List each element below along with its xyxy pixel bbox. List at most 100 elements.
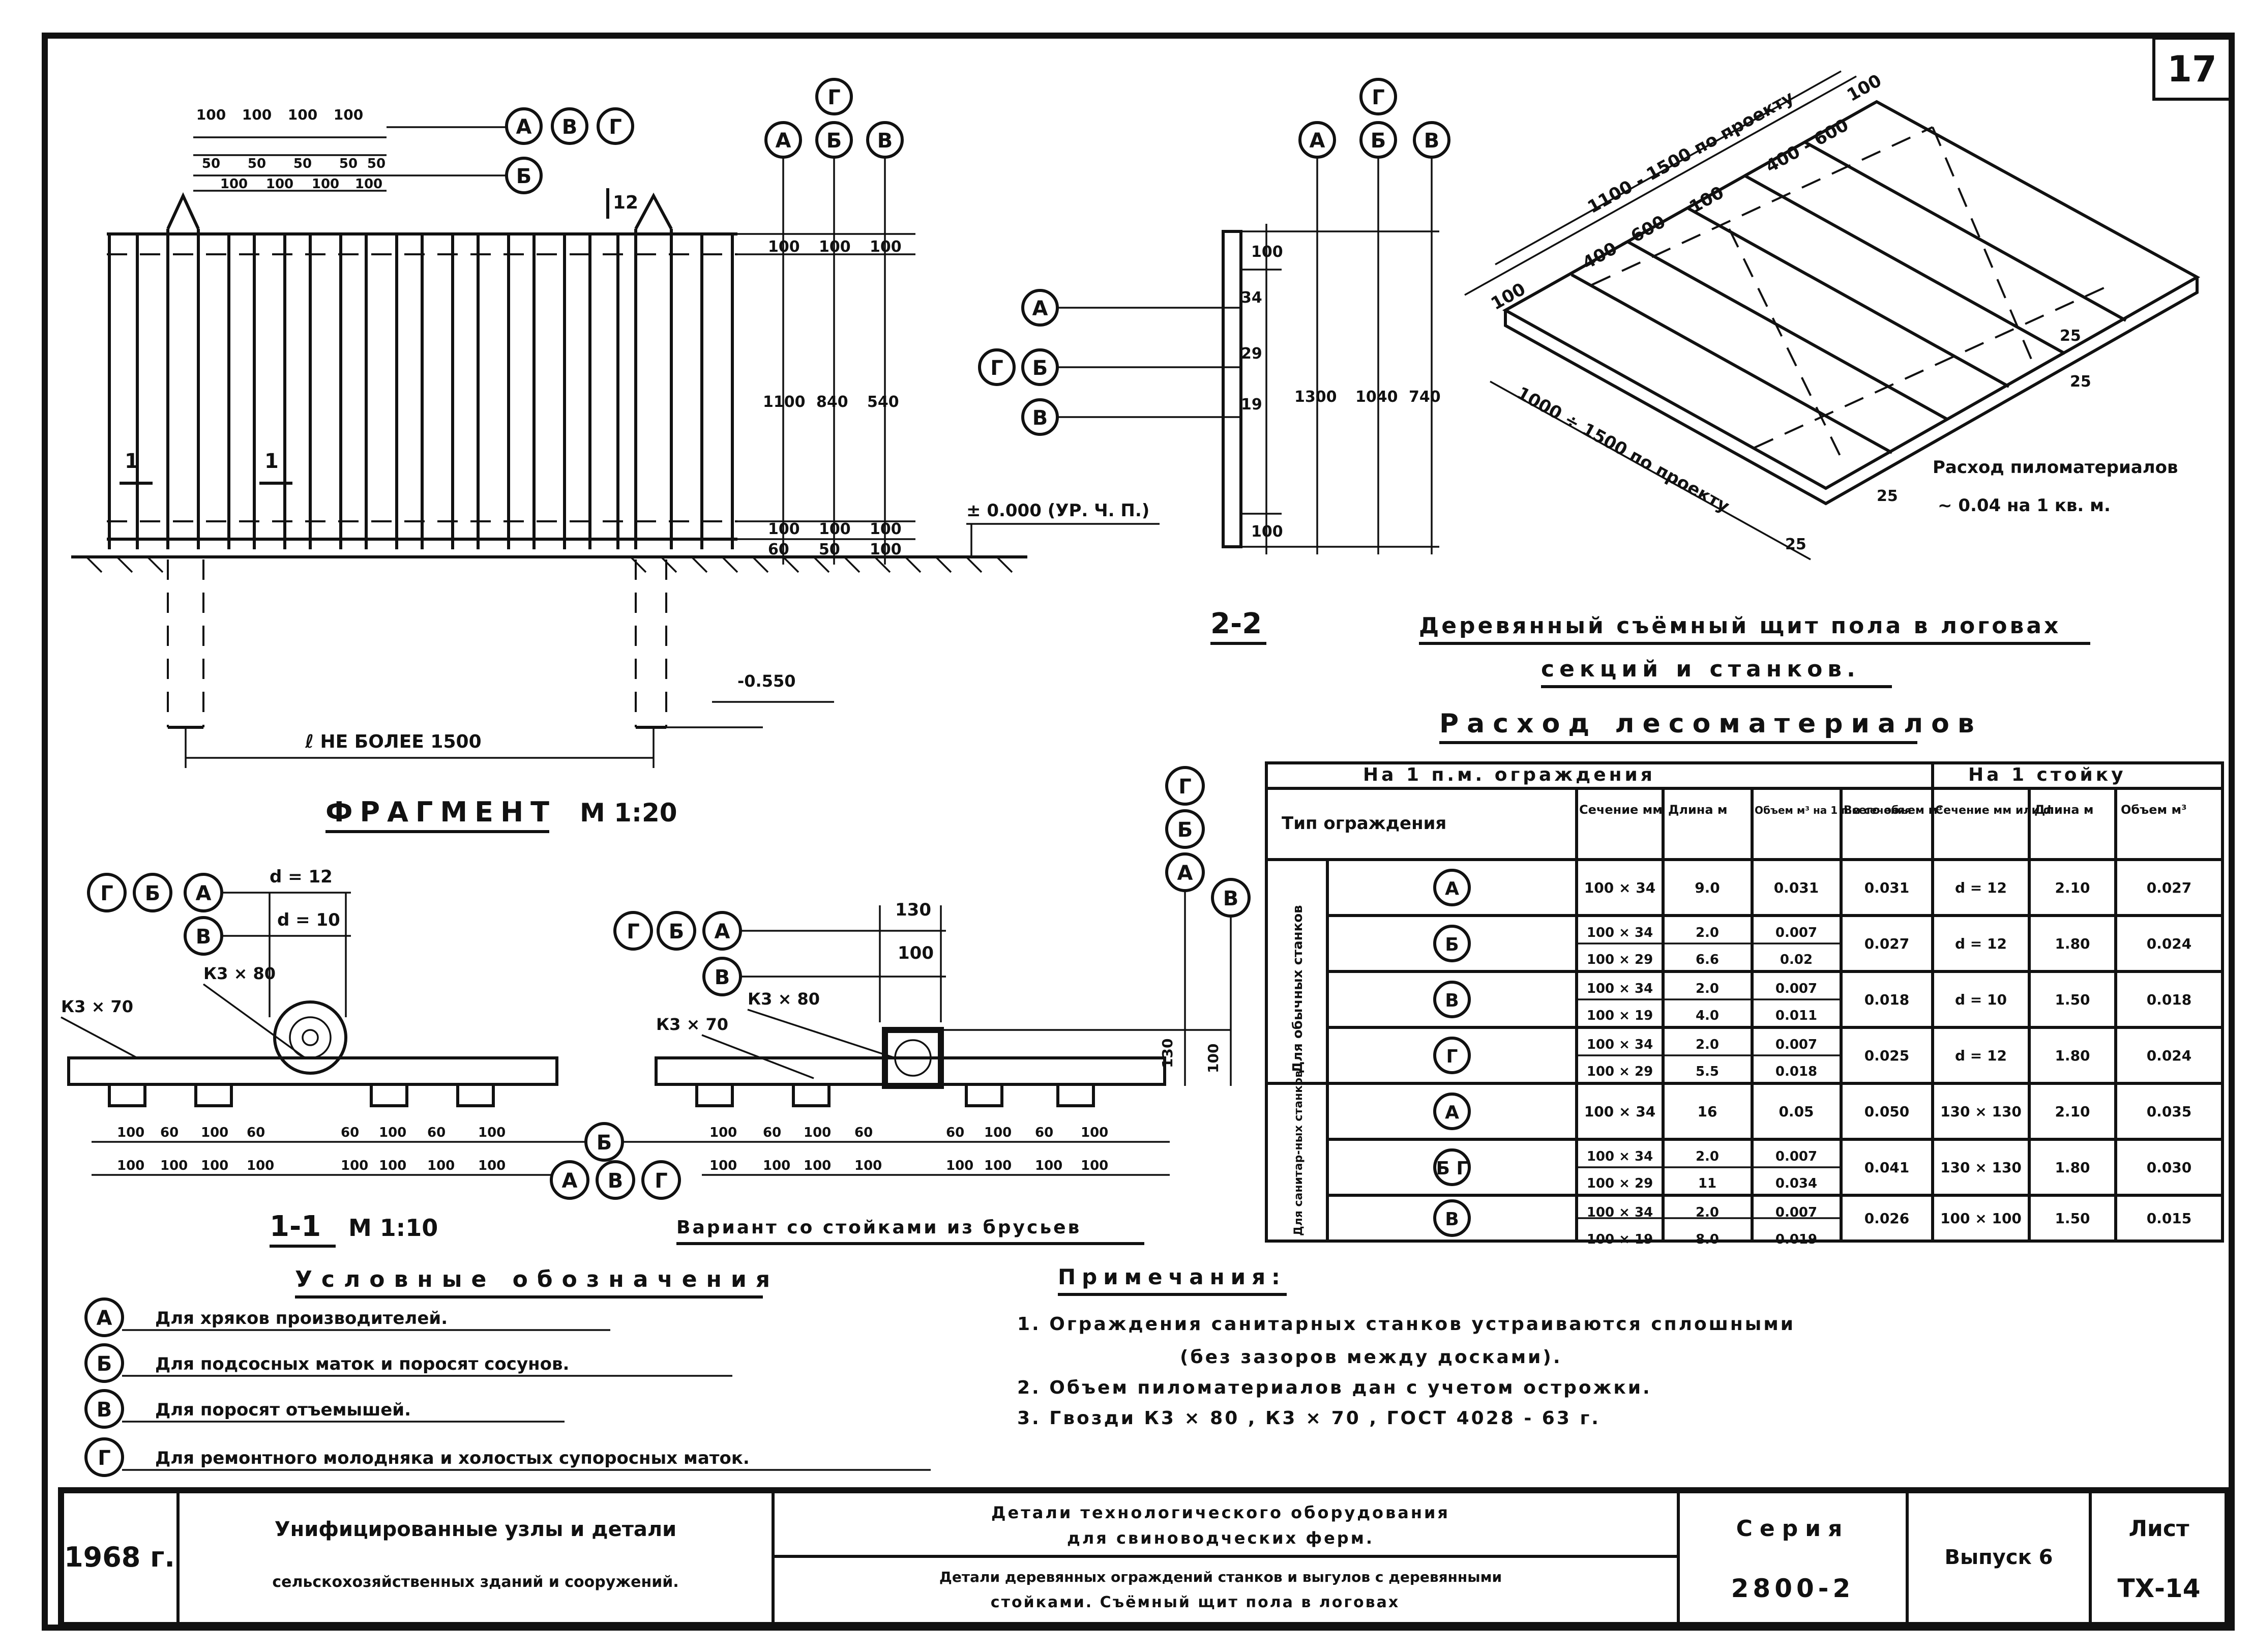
label-letter: В (1424, 129, 1440, 153)
section22-dim: 34 (1241, 289, 1262, 307)
round-post (273, 1000, 347, 1075)
table-cell: 130 × 130 (1940, 1159, 2022, 1176)
dim-top: 60 (247, 1125, 265, 1140)
label-circle (584, 1122, 624, 1162)
variant-square-post: Г Б А В 130 100 К3 × 80 К3 × 70 100 60 1… (613, 766, 1251, 1245)
notes-title: Примечания: (1058, 1264, 1286, 1289)
label-letter: Б (597, 1131, 612, 1155)
label-letter: Б (669, 920, 685, 943)
label-letter: А (776, 129, 791, 153)
table-type-key (1433, 1037, 1471, 1074)
fence-fragment: 100 100 100 100 50 50 50 50 50 100 100 1… (71, 78, 1160, 833)
label-letter: Б (516, 165, 532, 188)
label-letter: А (196, 882, 212, 905)
dim-top: 100 (478, 1125, 506, 1140)
level-mark: ± 0.000 (УР. Ч. П.) (966, 500, 1149, 521)
section22-dim: 100 (1251, 523, 1283, 541)
label-circle (1021, 348, 1059, 386)
table-cell: 100 × 34 (1587, 1037, 1653, 1052)
legend-key (84, 1297, 124, 1337)
dim-top: 60 (427, 1125, 446, 1140)
table-cell: 1.80 (2055, 1159, 2090, 1176)
table-cell: 4.0 (1696, 1008, 1719, 1023)
label-circle (866, 121, 904, 159)
table-cell: 100 × 34 (1584, 1103, 1655, 1120)
table-cell: d = 12 (1955, 935, 2007, 952)
nail-label: К3 × 70 (656, 1015, 728, 1034)
dim-col1: 100 (768, 238, 800, 256)
label-circle (641, 1160, 681, 1200)
dim-bot: 100 (854, 1158, 882, 1173)
stamp-title: для свиноводческих ферм. (1067, 1528, 1374, 1548)
table-cell: 0.034 (1775, 1176, 1817, 1191)
dim-bot: 100 (427, 1158, 455, 1173)
section22-dim: 19 (1241, 396, 1262, 414)
label-circle (815, 78, 853, 115)
table-cell: 0.011 (1775, 1008, 1817, 1023)
label-letter: В (196, 925, 212, 949)
panel-dim: 25 (1785, 536, 1806, 553)
label-letter: А (1177, 862, 1193, 885)
notes: Примечания: 1. Ограждения санитарных ста… (1017, 1264, 1795, 1429)
dim-top: 100 (709, 1125, 737, 1140)
table-cell: 0.018 (1864, 991, 1910, 1008)
label-circle (1165, 852, 1205, 892)
table-type-letter: В (1445, 1209, 1459, 1230)
dim-col1: 100 (768, 520, 800, 538)
fence-top-dims: 100 100 100 100 50 50 50 50 50 100 100 1… (193, 106, 509, 192)
legend-key (84, 1343, 124, 1383)
table-head: Сечение мм или d (1935, 804, 2051, 817)
table-cell: 6.6 (1696, 952, 1719, 967)
dim-col3: 100 (870, 541, 902, 558)
fence-scale: М 1:20 (580, 798, 677, 828)
table-type-letter: А (1445, 1102, 1459, 1123)
table-cell: d = 12 (1955, 879, 2007, 896)
table-cell: 100 × 34 (1587, 1205, 1653, 1220)
label-letter: В (715, 966, 730, 989)
table-cell: 8.0 (1696, 1232, 1719, 1247)
label-circle (1413, 121, 1450, 159)
dim-top: 60 (341, 1125, 359, 1140)
dim-col3: 100 (870, 520, 902, 538)
table-cell: 0.018 (1775, 1064, 1817, 1079)
table-type-key (1433, 1093, 1471, 1130)
stamp-series: 2800-2 (1731, 1574, 1855, 1603)
section22-dim: 29 (1241, 345, 1262, 363)
table-type-letter: Б (1445, 934, 1459, 955)
dim-bot: 100 (379, 1158, 406, 1173)
label-letter: А (715, 920, 730, 943)
section11-scale: М 1:10 (348, 1214, 438, 1242)
legend-key (84, 1389, 124, 1429)
label-circle (505, 157, 543, 194)
table-cell: 0.019 (1775, 1232, 1817, 1247)
section11-title: 1-1 (270, 1210, 321, 1243)
panel-note: ~ 0.04 на 1 кв. м. (1938, 495, 2111, 516)
dim-top: 60 (854, 1125, 873, 1140)
variant-dim: 130 (1159, 1039, 1176, 1068)
dim-bot: 100 (201, 1158, 228, 1173)
label-circle (978, 348, 1016, 386)
table-head: Объем м³ (2121, 803, 2187, 817)
panel-dim: 25 (2060, 327, 2081, 345)
dim-bot: 100 (763, 1158, 790, 1173)
fence-mid-dim: 50 (202, 156, 220, 171)
panel-note: Расход пиломатериалов (1933, 457, 2178, 478)
note-line: 1. Ограждения санитарных станков устраив… (1017, 1314, 1795, 1335)
label-circle (1211, 878, 1251, 918)
label-circle (1359, 78, 1397, 115)
fence-bottom-dim: 100 (266, 176, 293, 192)
label-circle (657, 911, 696, 951)
table-cell: 100 × 34 (1584, 879, 1655, 896)
label-circle (1359, 121, 1397, 159)
table-cell: 0.041 (1864, 1159, 1910, 1176)
title-stamp: 1968 г. Унифицированные узлы и детали се… (58, 1487, 2231, 1628)
table-head: Всего объем м³ (1844, 804, 1942, 817)
table-cell: 100 × 34 (1587, 981, 1653, 996)
label-letter: Г (827, 86, 841, 109)
dim-col2: 100 (819, 238, 851, 256)
table-cell: 100 × 19 (1587, 1232, 1653, 1247)
table-cell: 16 (1698, 1103, 1717, 1120)
note-line: (без зазоров между досками). (1180, 1347, 1562, 1368)
table-cell: 0.018 (2147, 991, 2192, 1008)
table-cell: 0.007 (1775, 1037, 1817, 1052)
